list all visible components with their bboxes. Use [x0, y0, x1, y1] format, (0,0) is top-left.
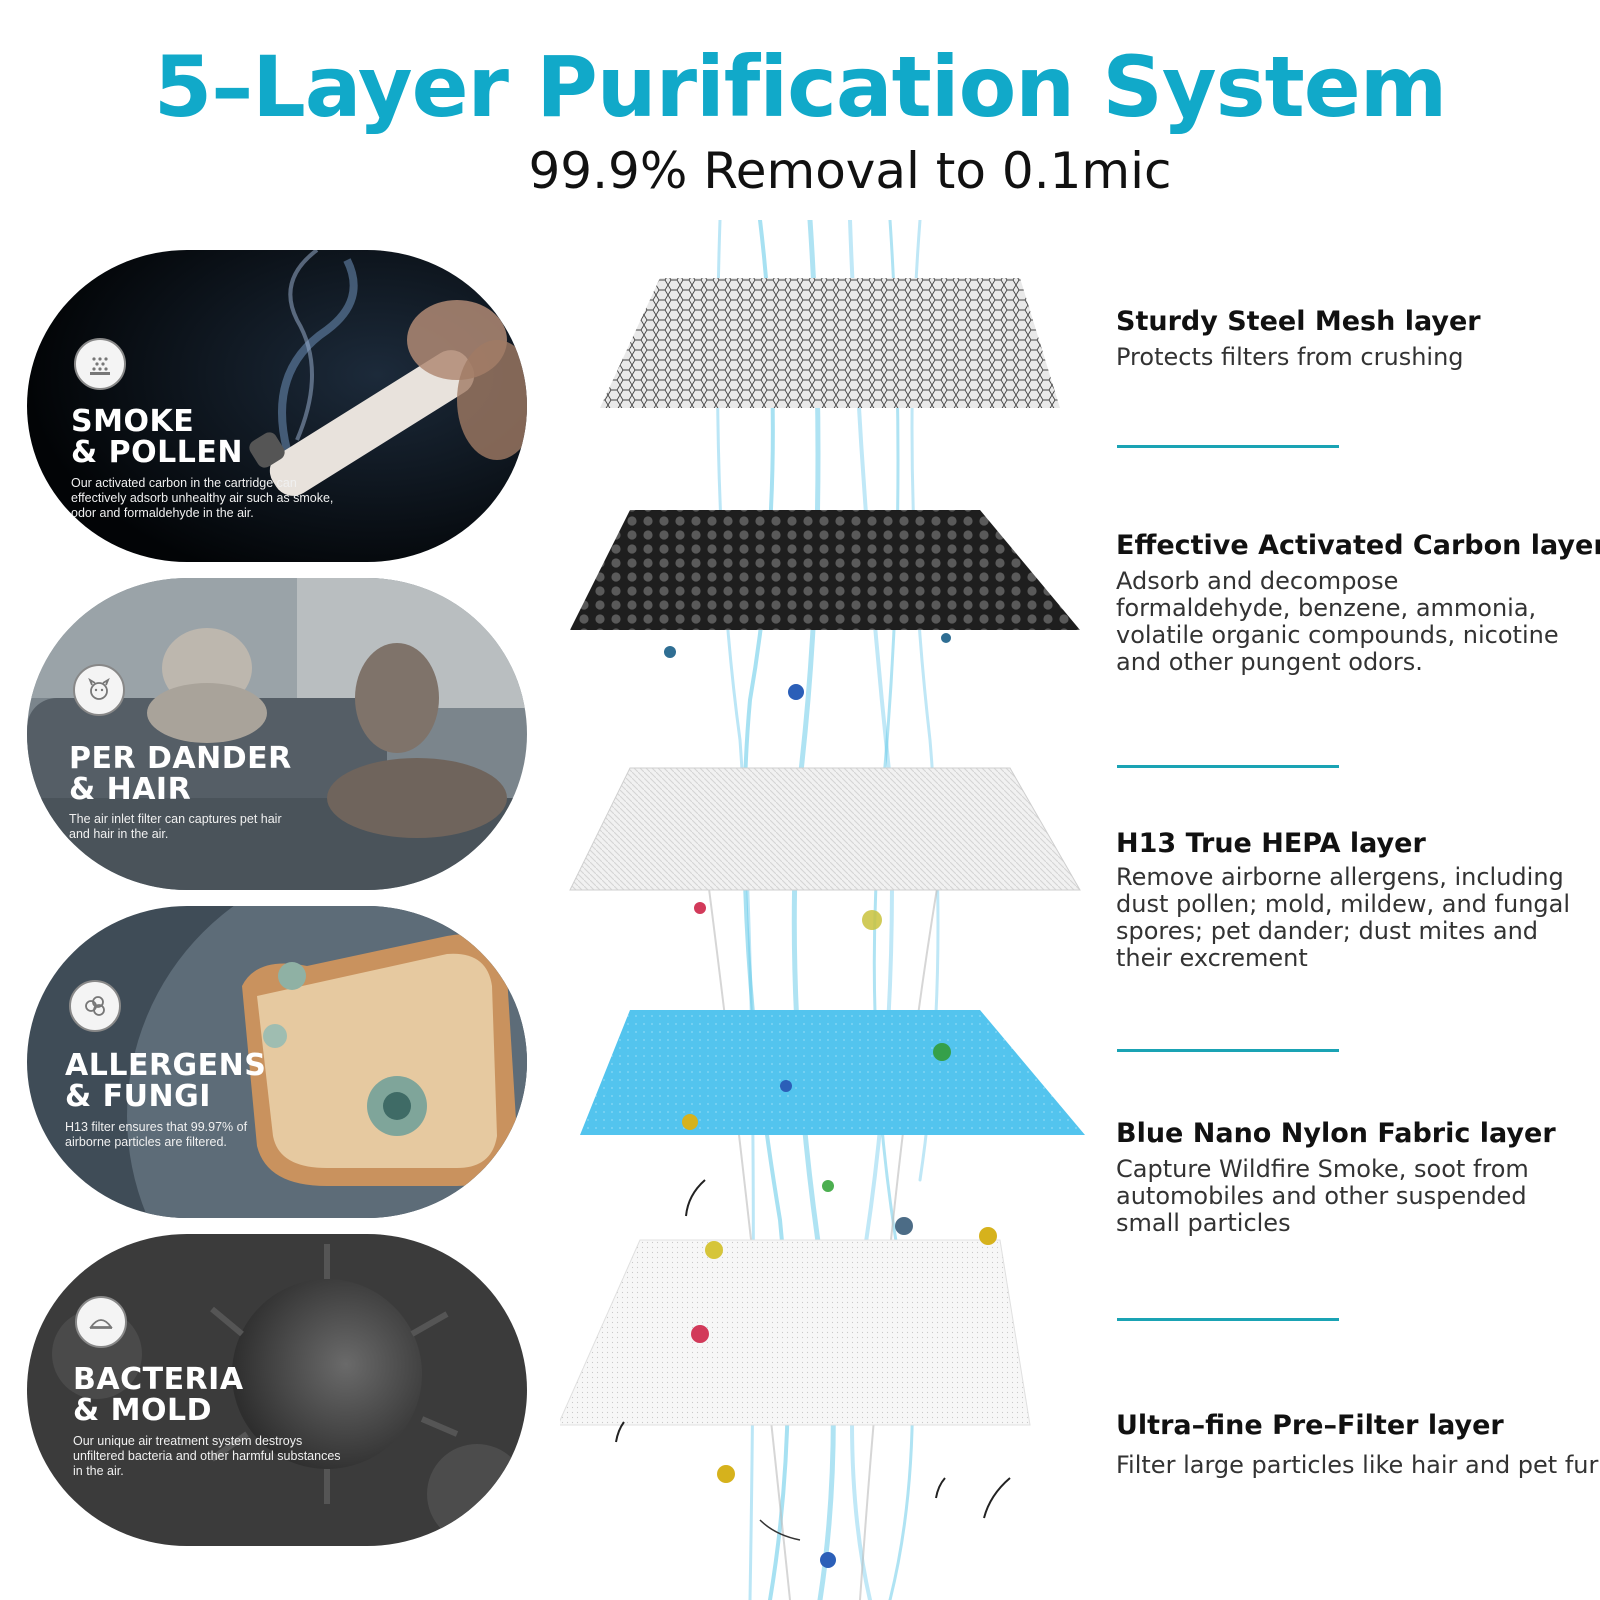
nylon-fabric-layer	[580, 1010, 1085, 1135]
separator	[1117, 1318, 1339, 1321]
card-description: H13 filter ensures that 99.97% of airbor…	[65, 1120, 248, 1149]
layer-desc-steel-mesh: Protects filters from crushing	[1116, 343, 1464, 371]
card-description: The air inlet filter can captures pet ha…	[69, 812, 282, 841]
layer-title-nylon: Blue Nano Nylon Fabric layer	[1116, 1118, 1556, 1149]
card-smoke-pollen: SMOKE & POLLEN Our activated carbon in t…	[27, 250, 527, 562]
bacteria-photo	[27, 1234, 527, 1546]
pets-photo	[27, 578, 527, 890]
card-title: SMOKE & POLLEN	[71, 404, 243, 470]
layer-title-activated-carbon: Effective Activated Carbon layer	[1116, 530, 1600, 561]
moldy-bread-photo	[27, 906, 527, 1218]
layer-title-pre-filter: Ultra–fine Pre–Filter layer	[1116, 1410, 1504, 1441]
layer-desc-hepa: Remove airborne allergens, including dus…	[1116, 863, 1571, 972]
layer-desc-nylon: Capture Wildfire Smoke, soot from automo…	[1116, 1155, 1529, 1237]
pet-face-icon	[73, 664, 125, 716]
pre-filter-layer	[560, 1239, 1031, 1426]
card-bacteria-mold: BACTERIA & MOLD Our unique air treatment…	[27, 1234, 527, 1546]
separator	[1117, 1049, 1339, 1052]
layer-title-hepa: H13 True HEPA layer	[1116, 828, 1426, 859]
mold-dish-icon	[75, 1296, 127, 1348]
card-allergens-fungi: ALLERGENS & FUNGI H13 filter ensures tha…	[27, 906, 527, 1218]
filter-layers-diagram	[560, 220, 1085, 1600]
particles	[615, 633, 1011, 1568]
filter-dots-icon	[74, 338, 126, 390]
smoke-photo	[27, 250, 527, 562]
activated-carbon-layer	[570, 510, 1080, 630]
spore-cloud-icon	[69, 980, 121, 1032]
layer-title-steel-mesh: Sturdy Steel Mesh layer	[1116, 306, 1481, 337]
page-title: 5–Layer Purification System	[153, 38, 1447, 136]
layer-desc-pre-filter: Filter large particles like hair and pet…	[1116, 1451, 1599, 1479]
hepa-layer	[569, 767, 1081, 891]
separator	[1117, 445, 1339, 448]
card-description: Our activated carbon in the cartridge ca…	[71, 476, 334, 520]
card-pet-dander: PER DANDER & HAIR The air inlet filter c…	[27, 578, 527, 890]
card-description: Our unique air treatment system destroys…	[73, 1434, 341, 1478]
layer-desc-activated-carbon: Adsorb and decompose formaldehyde, benze…	[1116, 567, 1559, 676]
separator	[1117, 765, 1339, 768]
card-title: BACTERIA & MOLD	[73, 1362, 244, 1428]
page-subtitle: 99.9% Removal to 0.1mic	[528, 142, 1172, 200]
card-title: PER DANDER & HAIR	[69, 741, 292, 807]
card-title: ALLERGENS & FUNGI	[65, 1048, 267, 1114]
